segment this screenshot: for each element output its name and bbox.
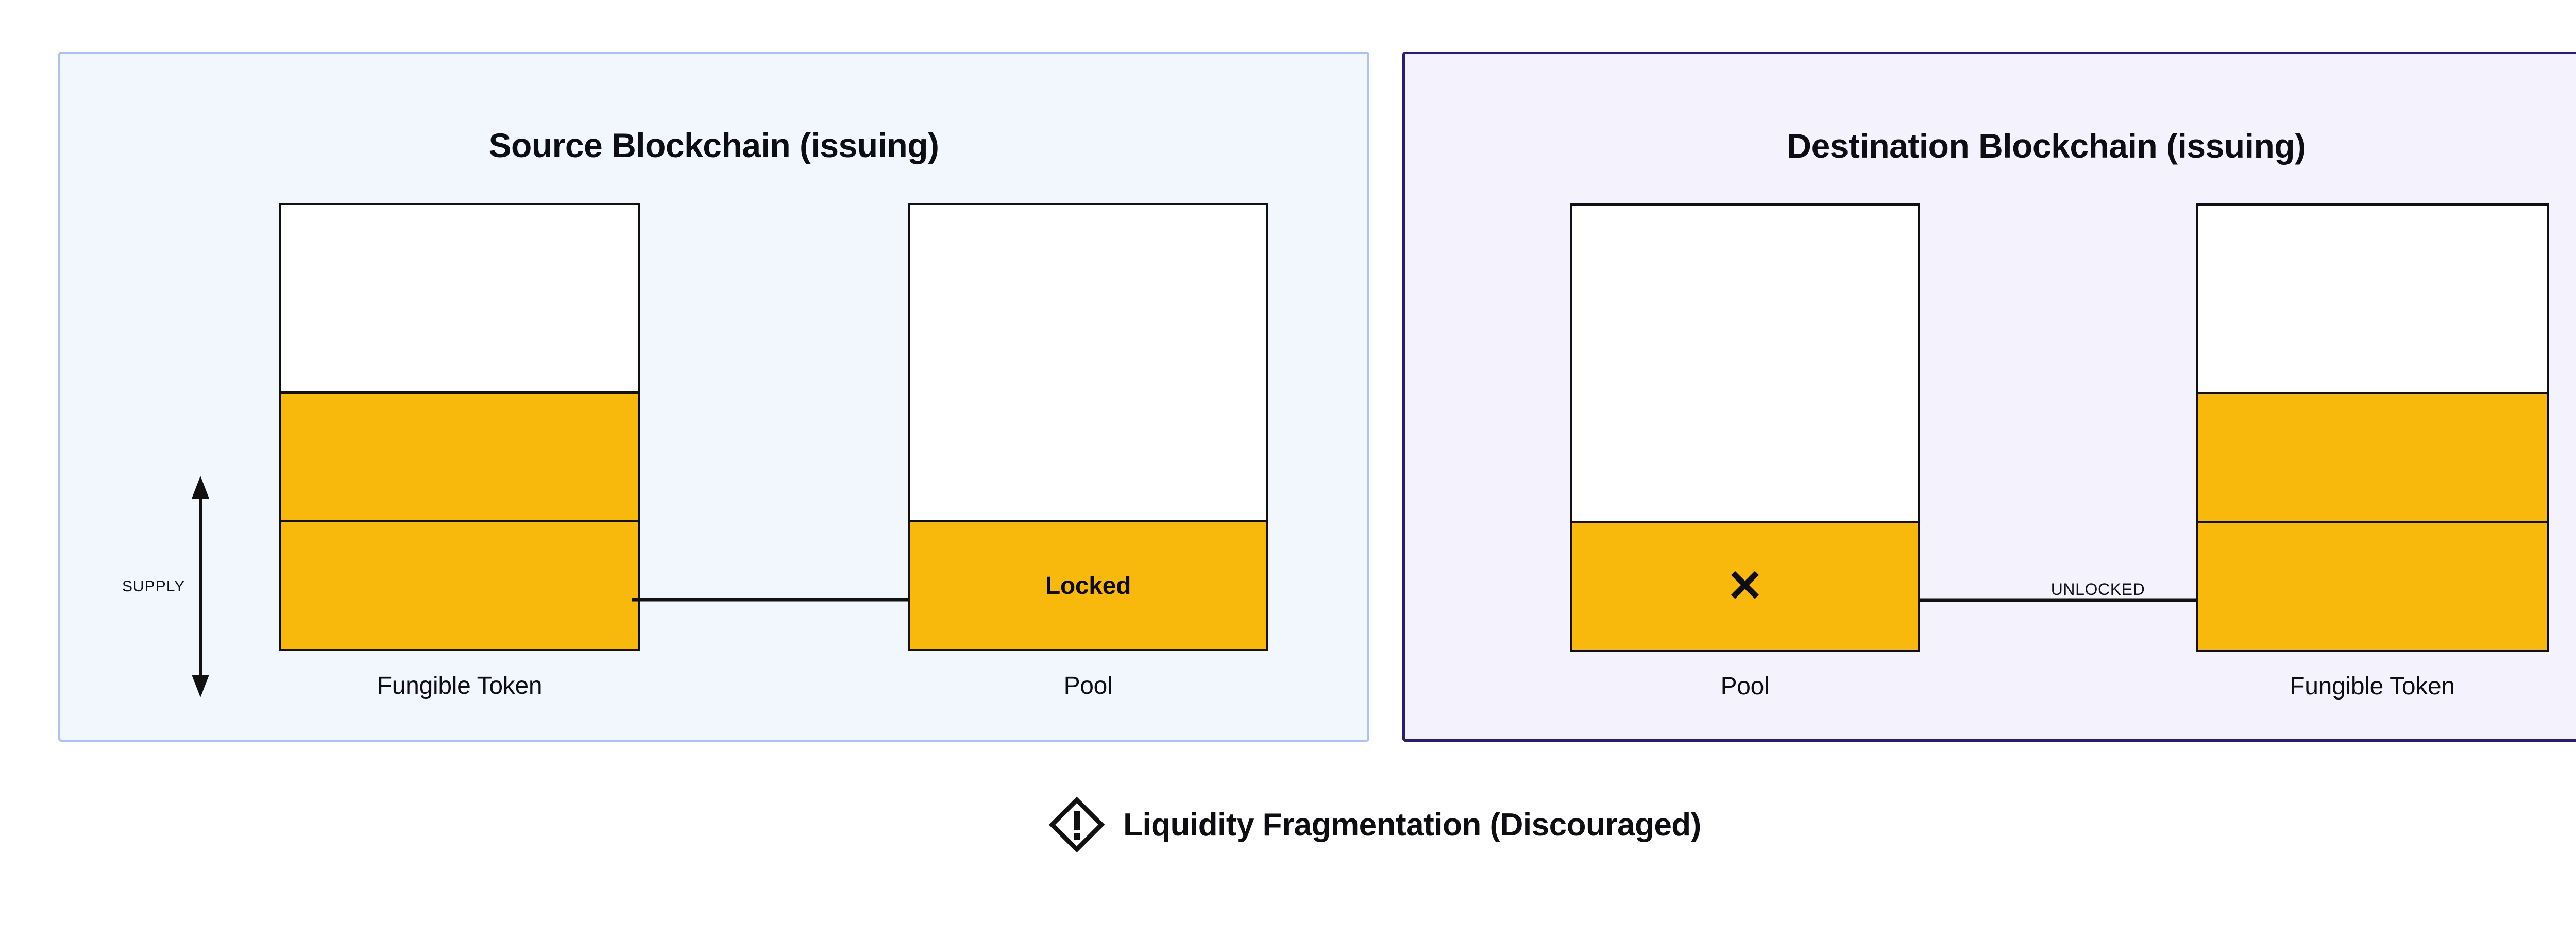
cross-mark-icon: ✕ — [1726, 561, 1764, 611]
flow-arrow-label: UNLOCKED — [2050, 580, 2145, 599]
bar-group-source-pool: Locked Pool — [908, 203, 1268, 700]
bar-pool: ✕ — [1570, 203, 1920, 652]
footer-caption: Liquidity Fragmentation (Discouraged) — [0, 796, 2576, 854]
bar-segment-upper — [2198, 392, 2547, 521]
bar-caption-pool: Pool — [1063, 672, 1113, 700]
footer-caption-text: Liquidity Fragmentation (Discouraged) — [1123, 807, 1701, 843]
flow-arrow-lock — [632, 569, 952, 630]
bar-caption-pool: Pool — [1720, 673, 1770, 700]
bar-segment-lower — [2198, 521, 2547, 650]
arrow-right-icon — [632, 587, 952, 612]
panel-destination-blockchain: Destination Blockchain (issuing) ✕ Pool … — [1402, 52, 2576, 742]
bar-segment-label: Locked — [1045, 572, 1131, 600]
supply-indicator-source: SUPPLY — [122, 476, 216, 697]
bar-segment-locked: Locked — [910, 520, 1266, 649]
bar-group-destination-fungible-token: Fungible Token — [2196, 203, 2549, 700]
panel-source-blockchain: Source Blockchain (issuing) SUPPLY Fungi… — [58, 52, 1369, 742]
panel-title-destination: Destination Blockchain (issuing) — [1787, 127, 2306, 165]
bar-caption-fungible-token: Fungible Token — [2290, 673, 2455, 700]
bar-fungible-token — [279, 203, 640, 651]
bar-caption-fungible-token: Fungible Token — [377, 672, 543, 700]
bar-group-source-fungible-token: Fungible Token — [279, 203, 640, 700]
supply-double-arrow-icon — [2572, 476, 2576, 698]
bar-pool: Locked — [908, 203, 1268, 651]
warning-diamond-icon — [1048, 796, 1105, 853]
bar-segment-lower — [281, 520, 638, 649]
supply-indicator-destination: SUPPLY — [2572, 476, 2576, 698]
panel-title-source: Source Blockchain (issuing) — [488, 126, 939, 164]
bar-fungible-token — [2196, 203, 2549, 652]
supply-double-arrow-icon — [192, 476, 210, 697]
bar-group-destination-pool: ✕ Pool — [1570, 203, 1920, 700]
bar-segment-blocked: ✕ — [1572, 521, 1918, 650]
bar-segment-upper — [281, 391, 638, 521]
supply-label: SUPPLY — [122, 578, 185, 595]
